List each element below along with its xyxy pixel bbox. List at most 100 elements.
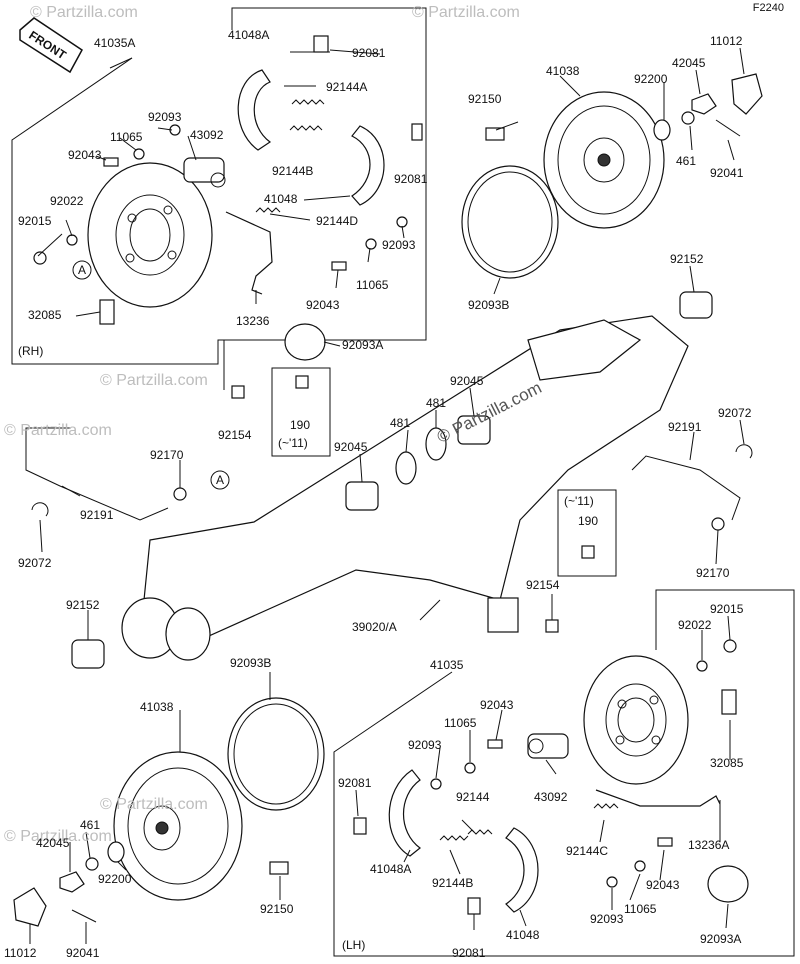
bracket-13236 bbox=[225, 211, 273, 295]
part-label[interactable]: 92072 bbox=[718, 406, 752, 420]
bearing-92045-left bbox=[345, 481, 379, 511]
part-label[interactable]: 92081 bbox=[338, 776, 372, 790]
washer-92200-bottom bbox=[107, 841, 125, 863]
pin-92043-mid bbox=[331, 261, 347, 271]
part-label[interactable]: 190 bbox=[578, 514, 599, 528]
part-label[interactable]: 13236 bbox=[236, 314, 270, 328]
part-label[interactable]: 190 bbox=[290, 418, 311, 432]
part-label[interactable]: 92144B bbox=[432, 876, 474, 890]
clamp-92170-right bbox=[711, 517, 725, 531]
part-label[interactable]: 11065 bbox=[624, 902, 657, 916]
part-label[interactable]: 92022 bbox=[50, 194, 84, 208]
part-label[interactable]: 92045 bbox=[334, 440, 368, 454]
clip-32085-bottom bbox=[721, 689, 737, 715]
part-label[interactable]: 92093A bbox=[700, 932, 742, 946]
part-label[interactable]: 92043 bbox=[306, 298, 340, 312]
clip-92081-a bbox=[313, 35, 329, 53]
part-label[interactable]: 92022 bbox=[678, 618, 712, 632]
part-label[interactable]: 41038 bbox=[140, 700, 174, 714]
part-label[interactable]: 42045 bbox=[36, 836, 70, 850]
part-label[interactable]: 92152 bbox=[66, 598, 100, 612]
rh-brake-shoe-b bbox=[351, 125, 385, 206]
clip-92072-right bbox=[735, 444, 753, 459]
part-label[interactable]: 92015 bbox=[710, 602, 744, 616]
part-label[interactable]: 92191 bbox=[80, 508, 114, 522]
part-label[interactable]: 92093 bbox=[382, 238, 416, 252]
part-label[interactable]: 461 bbox=[80, 818, 101, 832]
part-label[interactable]: 92170 bbox=[696, 566, 730, 580]
part-label[interactable]: 11065 bbox=[110, 130, 143, 144]
part-label[interactable]: 92154 bbox=[526, 578, 560, 592]
nut-92015-bot bbox=[723, 639, 737, 653]
part-label[interactable]: 92150 bbox=[260, 902, 294, 916]
part-label[interactable]: 41048A bbox=[370, 862, 412, 876]
part-label[interactable]: 481 bbox=[390, 416, 411, 430]
part-label[interactable]: 92191 bbox=[668, 420, 702, 434]
part-label[interactable]: 32085 bbox=[710, 756, 744, 770]
part-label[interactable]: 92093B bbox=[230, 656, 272, 670]
part-label[interactable]: 92041 bbox=[710, 166, 744, 180]
part-label[interactable]: 41038 bbox=[546, 64, 580, 78]
spring-92144d bbox=[255, 207, 281, 213]
part-label[interactable]: 39020/A bbox=[352, 620, 397, 634]
part-label[interactable]: 92043 bbox=[68, 148, 102, 162]
part-label[interactable]: 92045 bbox=[450, 374, 484, 388]
part-label[interactable]: 481 bbox=[426, 396, 447, 410]
rh-group-border bbox=[11, 7, 427, 365]
part-label[interactable]: 43092 bbox=[190, 128, 224, 142]
watermark: © Partzilla.com bbox=[4, 828, 112, 845]
part-label[interactable]: 13236A bbox=[688, 838, 730, 852]
part-label[interactable]: 92144D bbox=[316, 214, 359, 228]
part-label[interactable]: 92170 bbox=[150, 448, 184, 462]
part-label[interactable]: 461 bbox=[676, 154, 697, 168]
cap-11012-bottom bbox=[13, 887, 47, 927]
part-label[interactable]: 92093 bbox=[408, 738, 442, 752]
part-label[interactable]: 92144C bbox=[566, 844, 609, 858]
part-label[interactable]: 41048A bbox=[228, 28, 270, 42]
part-label[interactable]: 32085 bbox=[28, 308, 62, 322]
part-label[interactable]: 41048 bbox=[506, 928, 540, 942]
part-label[interactable]: 41048 bbox=[264, 192, 298, 206]
part-label[interactable]: 92093 bbox=[148, 110, 182, 124]
part-label[interactable]: 11065 bbox=[356, 278, 389, 292]
part-label[interactable]: 92150 bbox=[468, 92, 502, 106]
part-label[interactable]: 92081 bbox=[394, 172, 428, 186]
washer-92093-mid bbox=[396, 216, 408, 228]
part-label[interactable]: 92200 bbox=[634, 72, 668, 86]
part-label[interactable]: 42045 bbox=[672, 56, 706, 70]
washer-11065-mid bbox=[365, 238, 377, 250]
part-label[interactable]: 41035 bbox=[430, 658, 464, 672]
part-label[interactable]: 92043 bbox=[480, 698, 514, 712]
nut-92022-top bbox=[66, 234, 78, 246]
part-label[interactable]: 92043 bbox=[646, 878, 680, 892]
part-label[interactable]: 92081 bbox=[352, 46, 386, 60]
part-label[interactable]: 92144A bbox=[326, 80, 368, 94]
hose-92191-left bbox=[25, 427, 169, 521]
part-label[interactable]: 92144B bbox=[272, 164, 314, 178]
part-label[interactable]: 92200 bbox=[98, 872, 132, 886]
bushing-92152-left bbox=[71, 639, 105, 669]
part-label[interactable]: 92041 bbox=[66, 946, 100, 960]
part-label[interactable]: 92152 bbox=[670, 252, 704, 266]
part-label[interactable]: 92093 bbox=[590, 912, 624, 926]
watermark: © Partzilla.com bbox=[412, 4, 520, 21]
part-label[interactable]: 92144 bbox=[456, 790, 490, 804]
part-label[interactable]: 92072 bbox=[18, 556, 52, 570]
part-label[interactable]: 92093A bbox=[342, 338, 384, 352]
diagram-code: F2240 bbox=[752, 2, 784, 14]
part-label[interactable]: 11012 bbox=[4, 946, 37, 960]
washer-461-top bbox=[681, 111, 695, 125]
lh-brake-shoe-b bbox=[505, 827, 539, 913]
part-label[interactable]: 92081 bbox=[452, 946, 486, 960]
part-label[interactable]: 92015 bbox=[18, 214, 52, 228]
part-label[interactable]: 43092 bbox=[534, 790, 568, 804]
lh-backing-plate bbox=[583, 655, 689, 785]
part-label[interactable]: 92093B bbox=[468, 298, 510, 312]
part-label[interactable]: 92154 bbox=[218, 428, 252, 442]
part-label[interactable]: 11065 bbox=[444, 716, 477, 730]
bolt-92154-mid bbox=[545, 619, 559, 633]
part-label[interactable]: 41035A bbox=[94, 36, 136, 50]
part-label[interactable]: 11012 bbox=[710, 34, 743, 48]
